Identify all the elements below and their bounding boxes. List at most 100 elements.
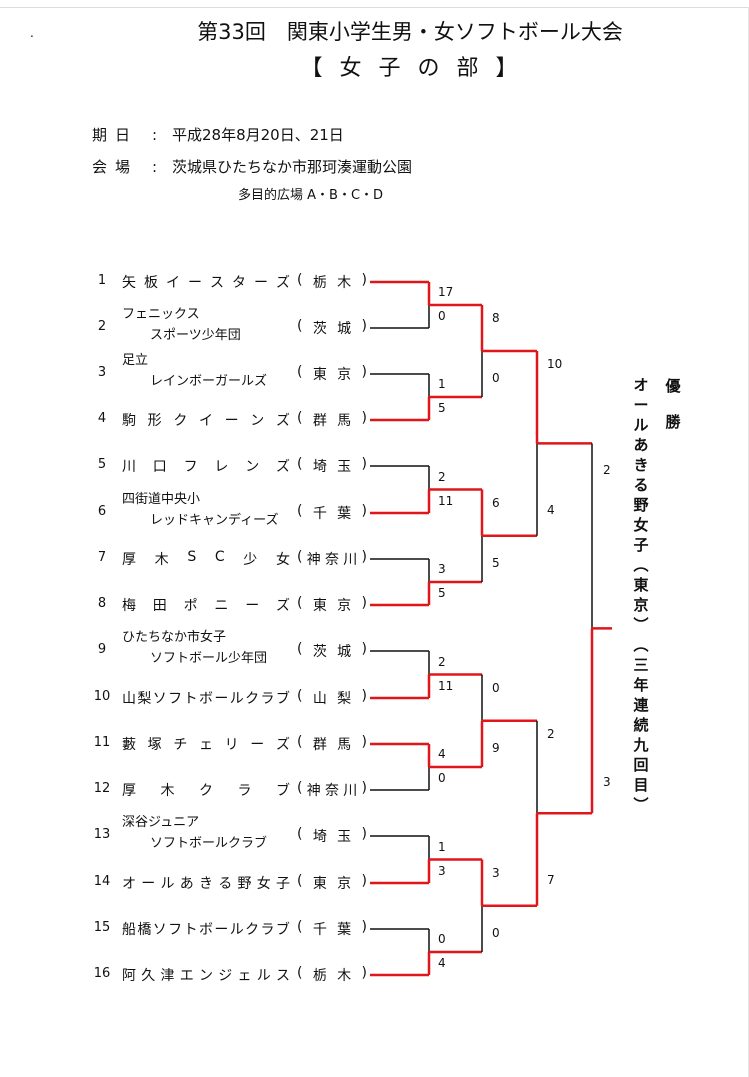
prefecture-char: 城: [337, 321, 352, 337]
team-name-char: ク: [245, 691, 260, 707]
team-name-char: ス: [276, 968, 290, 984]
score-label: 1: [438, 377, 446, 391]
prefecture-char: 東: [312, 367, 327, 383]
prefecture-char: 馬: [337, 737, 352, 753]
champion-char: 京: [633, 596, 649, 614]
score-label: 3: [492, 865, 500, 880]
team-name: 駒形クイーンズ: [122, 410, 290, 430]
champion-char: ︵: [633, 556, 649, 574]
team-name-char: ソ: [152, 691, 167, 707]
prefecture-char: 川: [343, 552, 358, 568]
team-name-char: ー: [245, 598, 260, 614]
team-name-char: ボ: [198, 691, 213, 707]
score-label: 3: [438, 562, 446, 576]
prefecture-char: ): [361, 549, 367, 565]
prefecture-char: 山: [312, 691, 327, 707]
prefecture-char: (: [297, 595, 303, 611]
score-label: 9: [492, 740, 500, 755]
team-name-line: スポーツ少年団: [150, 328, 241, 343]
score-label: 0: [492, 680, 500, 695]
score-label: 4: [547, 503, 555, 518]
team-name-char: ス: [210, 275, 224, 291]
prefecture-char: 木: [337, 275, 352, 291]
prefecture-char: (: [297, 780, 303, 796]
team-number: 14: [93, 874, 111, 889]
team-name-line: レッドキャンディーズ: [150, 513, 279, 528]
champion-char: る: [633, 476, 649, 494]
score-label: 1: [438, 839, 446, 854]
team-name-char: 田: [152, 598, 167, 614]
champion-char: 女: [633, 516, 649, 534]
prefecture-char: 葉: [337, 922, 352, 938]
prefecture-char: (: [297, 549, 303, 565]
team-name-char: ル: [256, 968, 271, 984]
team-prefecture: (山梨): [297, 688, 367, 708]
team-number: 8: [97, 596, 107, 611]
team-name-char: ズ: [275, 737, 290, 753]
team-name-line: レインボーガールズ: [150, 374, 268, 389]
team-number: 7: [97, 550, 107, 565]
prefecture-char: (: [297, 318, 303, 334]
team-name-char: フ: [168, 922, 183, 938]
prefecture-char: 東: [312, 598, 327, 614]
team-name-char: ー: [188, 275, 202, 291]
team-name-char: 梨: [137, 691, 152, 707]
team-number: 12: [93, 781, 111, 796]
team-number: 9: [97, 642, 107, 657]
team-name-char: S: [187, 549, 197, 565]
team-name-char: 橋: [137, 922, 152, 938]
team-name-char: ン: [245, 459, 260, 475]
team-name-char: ラ: [260, 691, 275, 707]
prefecture-char: ): [361, 780, 367, 796]
team-name-char: 川: [122, 459, 136, 475]
team-number: 4: [97, 411, 107, 426]
champion-char: 東: [633, 576, 649, 594]
prefecture-char: ): [361, 503, 367, 519]
prefecture-char: (: [297, 734, 303, 750]
score-label: 8: [492, 311, 500, 325]
score-label: 2: [438, 469, 446, 484]
team-name-char: ト: [183, 922, 198, 938]
prefecture-char: (: [297, 456, 303, 472]
team-name: 厚木クラブ: [122, 780, 290, 800]
prefecture-char: (: [297, 410, 303, 426]
prefecture-char: 群: [312, 413, 327, 429]
team-name-char: 梅: [122, 598, 136, 614]
team-name-line: ソフトボールクラブ: [150, 836, 268, 851]
team-prefecture: (茨城): [297, 318, 367, 338]
score-label: 4: [438, 956, 446, 970]
prefecture-char: (: [297, 272, 303, 288]
team-name-char: ル: [160, 876, 175, 892]
champion-char: 回: [633, 756, 649, 774]
score-label: 0: [438, 309, 446, 323]
team-name-char: フ: [183, 459, 198, 475]
team-name-char: ェ: [237, 968, 252, 984]
team-name-char: ズ: [275, 459, 290, 475]
score-label: 4: [438, 747, 446, 761]
team-name-char: ト: [183, 691, 198, 707]
prefecture-char: 栃: [312, 275, 327, 291]
team-name: 足立レインボーガールズ: [122, 350, 267, 392]
team-name-char: ー: [214, 691, 229, 707]
team-name-char: ク: [245, 922, 260, 938]
champion-char: 勝: [665, 413, 681, 431]
team-name: 矢板イースターズ: [122, 272, 290, 292]
team-prefecture: (茨城): [297, 641, 367, 661]
team-name-char: あ: [179, 876, 194, 892]
tournament-title: 第33回 関東小学生男・女ソフトボール大会: [197, 20, 623, 44]
team-name-char: 駒: [122, 413, 136, 429]
prefecture-char: (: [297, 919, 303, 935]
score-label: 0: [438, 932, 446, 946]
venue-row: 会場:茨城県ひたちなか市那珂湊運動公園: [92, 156, 412, 177]
team-name-char: ズ: [275, 598, 290, 614]
prefecture-char: ): [361, 734, 367, 750]
team-prefecture: (群馬): [297, 410, 367, 430]
champion-char: ー: [633, 396, 649, 414]
champion-char: 九: [633, 736, 649, 754]
prefecture-char: ): [361, 965, 367, 981]
team-number: 2: [97, 319, 107, 334]
prefecture-char: 奈: [325, 783, 339, 799]
champion-char: ︵: [633, 636, 649, 654]
champion-char: オ: [633, 376, 649, 394]
team-name: オールあきる野女子: [122, 873, 290, 893]
